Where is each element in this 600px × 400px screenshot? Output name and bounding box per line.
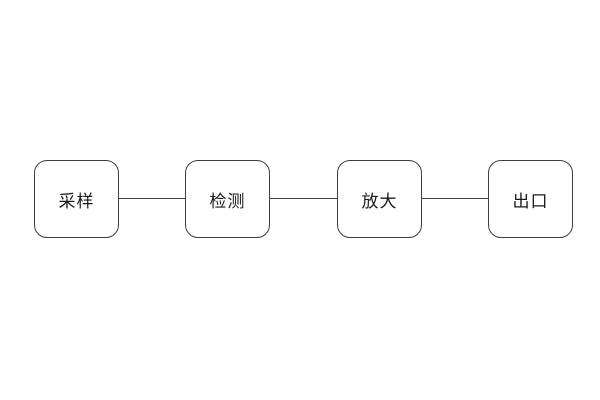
flow-node-amplification-label: 放大 xyxy=(361,191,398,212)
flow-node-amplification: 放大 xyxy=(337,160,422,238)
connector-amplification-output xyxy=(422,198,488,199)
flow-node-sampling: 采样 xyxy=(34,160,119,238)
flow-node-output: 出口 xyxy=(488,160,573,238)
connector-sampling-detection xyxy=(119,198,185,199)
connector-detection-amplification xyxy=(270,198,337,199)
flow-node-output-label: 出口 xyxy=(512,191,549,212)
flow-node-detection-label: 检测 xyxy=(209,191,246,212)
flow-node-detection: 检测 xyxy=(185,160,270,238)
flow-node-sampling-label: 采样 xyxy=(58,191,95,212)
